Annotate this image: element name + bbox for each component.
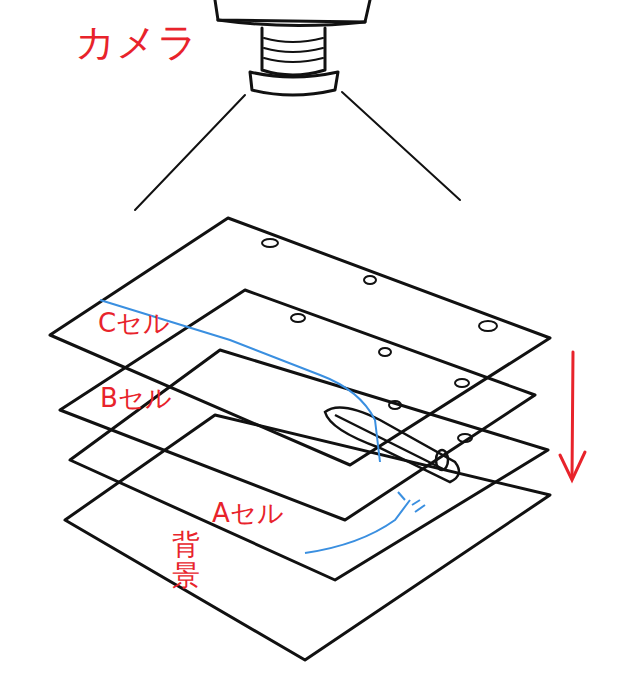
cel-label: Cセル [98,310,170,336]
camera-lens [262,28,325,75]
c-cel-sheet [50,218,550,465]
character-figure [325,408,459,483]
camera-label: カメラ [75,22,198,62]
peg-holes [262,239,497,442]
field-line [135,95,245,210]
downward-arrow [560,352,585,480]
cel-label: Bセル [100,385,172,411]
blue-guide-line [100,300,425,553]
camera-body [215,0,370,22]
b-cel-sheet [60,290,535,520]
background-label: 背景 [172,530,200,592]
background-sheet [65,415,550,660]
field-line [342,92,460,200]
cel-label: Aセル [212,500,284,526]
